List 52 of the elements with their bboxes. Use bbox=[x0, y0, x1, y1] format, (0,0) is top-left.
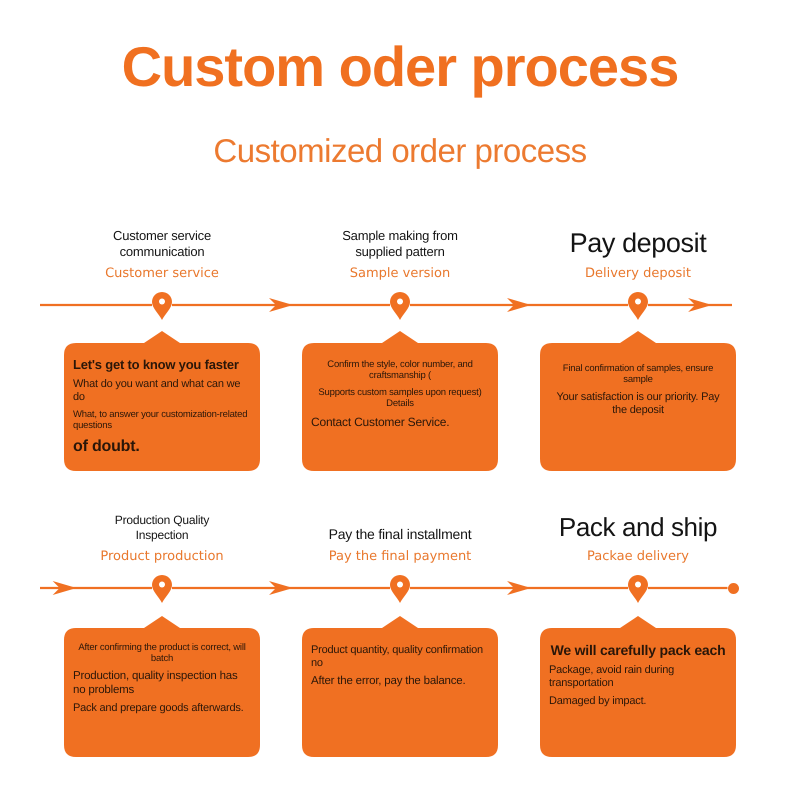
step-subtitle: Packae delivery bbox=[587, 549, 689, 565]
timeline-arrow bbox=[40, 581, 152, 595]
step-subtitle: Sample version bbox=[350, 266, 450, 282]
step-subtitle: Customer service bbox=[105, 266, 219, 282]
page-title: Custom oder process bbox=[122, 36, 678, 98]
step-title: Pack and ship bbox=[558, 510, 718, 544]
callout-card bbox=[302, 616, 498, 757]
card-text: Supports custom samples upon request) Details bbox=[317, 386, 483, 410]
timeline-arrow bbox=[172, 581, 390, 595]
step-title: Pay the final installment bbox=[328, 526, 472, 544]
map-pin-icon bbox=[628, 292, 648, 320]
card-text: After confirming the product is correct, will batch bbox=[77, 642, 247, 665]
card-text: Damaged by impact. bbox=[549, 695, 648, 708]
map-pin-icon bbox=[628, 575, 648, 603]
card-text: Final confirmation of samples, ensure sample bbox=[562, 363, 714, 386]
card-text: Production, quality inspection has no problems bbox=[73, 670, 239, 698]
timeline-end-dot bbox=[728, 582, 738, 594]
timeline-arrow bbox=[410, 581, 628, 595]
card-text: Package, avoid rain during transportation bbox=[549, 664, 676, 690]
step-subtitle: Pay the final payment bbox=[328, 549, 472, 565]
card-text: Confirm the style, color number, and craftsmanship ( bbox=[326, 359, 474, 382]
timeline-line bbox=[648, 586, 728, 590]
step-subtitle: Delivery deposit bbox=[584, 266, 692, 282]
card-text: What do you want and what can we do bbox=[73, 378, 242, 404]
card-text: Your satisfaction is our priority. Pay the deposit bbox=[556, 390, 720, 418]
step-title: Sample making from supplied pattern bbox=[341, 228, 459, 260]
step-title: Production Quality Inspection bbox=[114, 513, 210, 544]
card-text: After the error, pay the balance. bbox=[311, 675, 466, 690]
callout-card bbox=[540, 331, 736, 471]
card-text: Pack and prepare goods afterwards. bbox=[73, 702, 245, 716]
card-text: What, to answer your customization-related questions bbox=[73, 408, 248, 432]
card-text: of doubt. bbox=[73, 436, 141, 456]
step-subtitle: Product production bbox=[100, 549, 224, 565]
callout-card bbox=[64, 331, 260, 471]
map-pin-icon bbox=[152, 575, 172, 603]
card-text: Product quantity, quality confirmation no bbox=[311, 644, 484, 670]
callout-card bbox=[302, 331, 498, 471]
callout-card bbox=[540, 616, 736, 757]
timeline-arrow bbox=[648, 298, 732, 312]
map-pin-icon bbox=[390, 575, 410, 603]
timeline-arrow bbox=[172, 298, 390, 312]
step-title: Customer service communication bbox=[112, 228, 212, 260]
step-title: Pay deposit bbox=[570, 226, 706, 260]
card-text: Contact Customer Service. bbox=[311, 414, 450, 429]
page-subtitle: Customized order process bbox=[213, 132, 587, 170]
card-text: We will carefully pack each bbox=[550, 642, 726, 659]
timeline-line bbox=[40, 304, 152, 306]
card-text: Let's get to know you faster bbox=[73, 357, 240, 373]
map-pin-icon bbox=[152, 292, 172, 320]
timeline-arrow bbox=[410, 298, 628, 312]
map-pin-icon bbox=[390, 292, 410, 320]
callout-card bbox=[64, 616, 260, 757]
